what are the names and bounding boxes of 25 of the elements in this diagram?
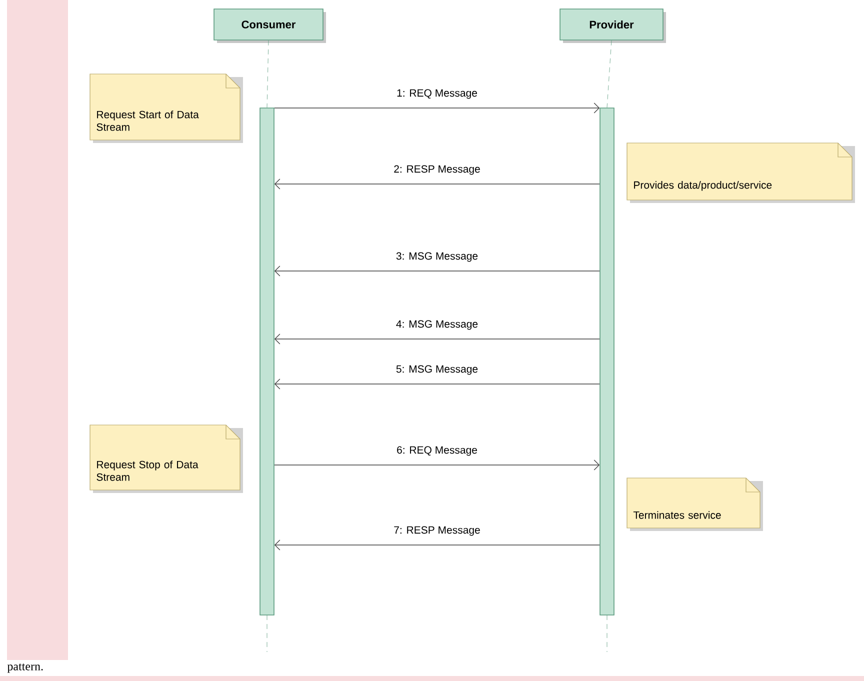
message-arrow: [274, 378, 600, 390]
lifeline: [266, 40, 269, 108]
message-arrow: [274, 540, 600, 550]
message-label: 1: REQ Message: [396, 88, 478, 100]
message-arrow: [274, 460, 600, 470]
note: Request Stop of Data Stream: [90, 424, 243, 493]
message-arrow: [274, 102, 600, 114]
caption-text: pattern.: [7, 664, 43, 673]
message-arrow: [274, 266, 600, 276]
note: Provides data/product/service: [626, 142, 855, 203]
note: Terminates service: [626, 478, 763, 531]
note: Request Start of Data Stream: [90, 74, 243, 143]
participant-box: Consumer: [214, 8, 326, 43]
message-label: 7: RESP Message: [392, 525, 482, 537]
activation-bar: [260, 108, 274, 616]
message-label: 4: MSG Message: [394, 319, 480, 331]
message-arrow: [274, 178, 600, 190]
message-label: 6: REQ Message: [396, 445, 478, 457]
activation-bar: [600, 108, 614, 616]
lifeline: [606, 40, 612, 108]
message-label: 2: RESP Message: [392, 164, 482, 176]
message-label: 3: MSG Message: [394, 251, 480, 263]
message-arrow: [274, 334, 600, 344]
participant-box: Provider: [560, 8, 666, 43]
message-label: 5: MSG Message: [394, 364, 480, 376]
